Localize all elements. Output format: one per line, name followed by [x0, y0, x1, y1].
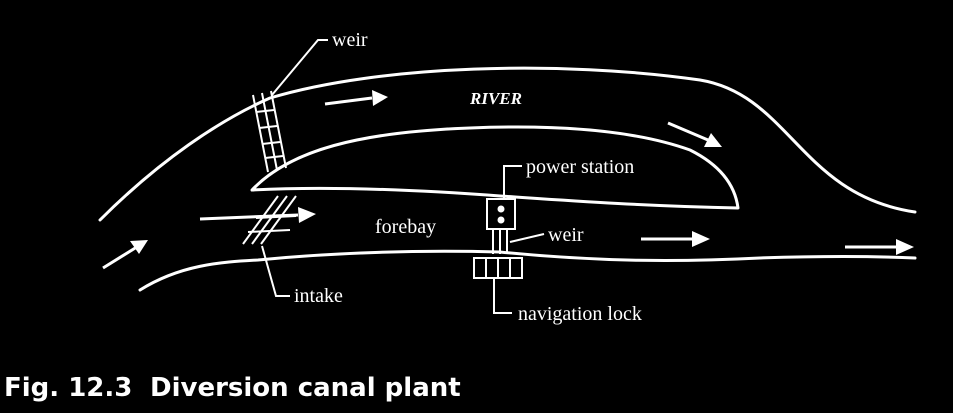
forebay-label: forebay — [375, 216, 436, 238]
river-label: RIVER — [469, 89, 522, 108]
power-station — [486, 198, 516, 254]
intake-structure — [242, 195, 297, 245]
navigation-lock-label: navigation lock — [518, 303, 642, 325]
weir-top-label: weir — [332, 29, 368, 51]
flow-arrow-river-1 — [324, 90, 388, 106]
river-bank-lower — [138, 249, 917, 292]
power-station-leader — [503, 165, 522, 199]
flow-arrow-inflow — [102, 240, 148, 270]
island-outline — [250, 125, 740, 210]
weir-lower-label: weir — [548, 224, 584, 246]
flow-arrow-river-2 — [667, 121, 722, 147]
figure-number: Fig. 12.3 — [4, 373, 132, 403]
weir-top-leader — [271, 39, 328, 96]
intake-leader — [261, 245, 290, 297]
river-bank-upper — [98, 66, 917, 222]
intake-label: intake — [294, 285, 343, 307]
figure-title: Diversion canal plant — [150, 373, 461, 403]
flow-arrow-canal — [199, 207, 316, 223]
navigation-lock — [473, 257, 523, 279]
navigation-lock-leader — [493, 278, 512, 314]
flow-arrow-downstream — [845, 239, 914, 255]
upper-weir — [252, 90, 287, 173]
flow-arrow-tailrace — [641, 231, 710, 247]
weir-lower-leader — [509, 233, 545, 243]
power-station-label: power station — [526, 156, 634, 178]
